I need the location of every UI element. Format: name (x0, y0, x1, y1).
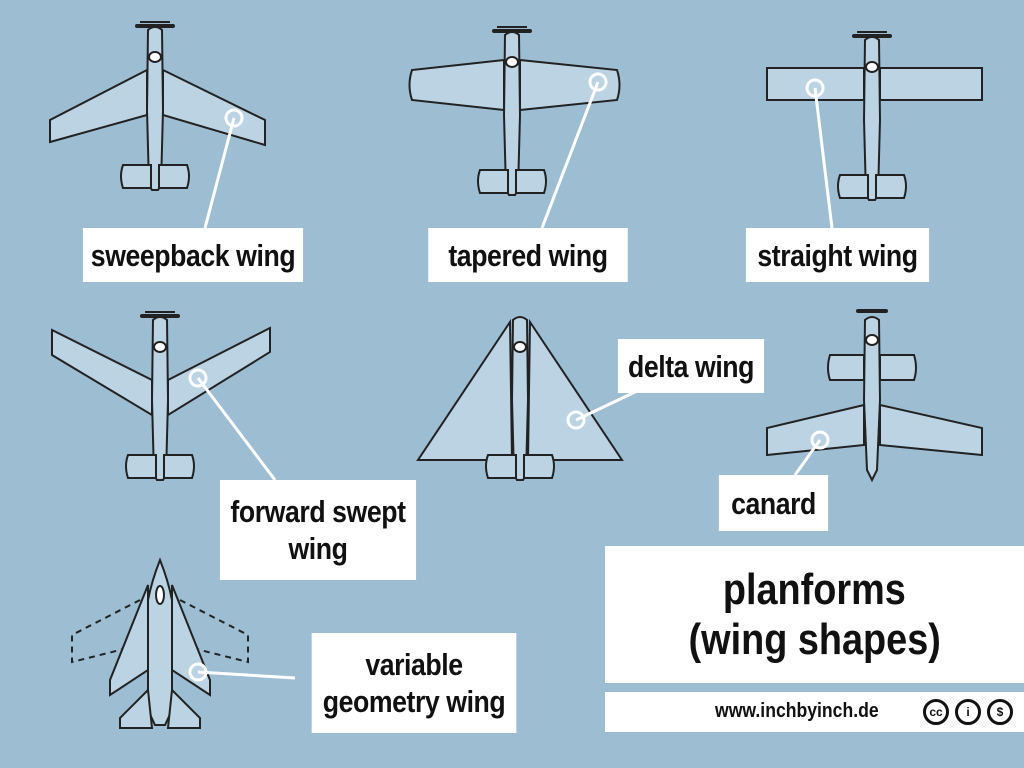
label-straight-wing: straight wing (745, 228, 930, 282)
straight-plane (766, 30, 983, 201)
label-variable-line1: variable (365, 647, 463, 682)
label-forward-swept-line2: wing (288, 531, 348, 566)
variable-geometry-leader (197, 670, 296, 680)
variable-geometry-marker (188, 662, 208, 682)
title-line1: planforms (723, 564, 906, 614)
forward-swept-leader (196, 377, 277, 481)
sweepback-plane (49, 20, 266, 191)
label-variable-geometry-wing: variable geometry wing (311, 633, 517, 733)
label-forward-swept-line1: forward swept (230, 494, 406, 529)
forward-swept-marker (188, 368, 208, 388)
tapered-marker (588, 72, 608, 92)
website-link[interactable]: www.inchbyinch.de (715, 700, 879, 722)
label-sweepback-wing: sweepback wing (82, 228, 304, 282)
delta-plane (416, 316, 624, 481)
canard-plane (766, 309, 983, 483)
delta-marker (566, 410, 586, 430)
cc-icon: cc (923, 699, 949, 725)
tapered-leader (540, 81, 600, 229)
label-tapered-wing: tapered wing (428, 228, 628, 282)
sweepback-marker (224, 108, 244, 128)
straight-leader (813, 87, 834, 229)
attribution-icon: i (955, 699, 981, 725)
title-line2: (wing shapes) (688, 614, 941, 664)
forward-swept-plane (51, 310, 271, 481)
title-box: planforms (wing shapes) (605, 546, 1024, 683)
tapered-plane (408, 25, 621, 196)
label-tapered-text: tapered wing (448, 237, 608, 273)
footer-bar: www.inchbyinch.de cc i $ (605, 692, 1024, 732)
label-variable-line2: geometry wing (322, 684, 506, 719)
straight-marker (805, 78, 825, 98)
sweepback-leader (203, 117, 236, 229)
label-sweepback-text: sweepback wing (90, 237, 296, 273)
variable-geometry-plane (71, 557, 249, 729)
label-delta-wing: delta wing (617, 339, 765, 393)
label-delta-text: delta wing (627, 348, 755, 384)
label-straight-text: straight wing (757, 237, 918, 273)
label-canard: canard (718, 475, 829, 531)
delta-leader (575, 390, 636, 422)
label-forward-swept-wing: forward swept wing (219, 480, 417, 580)
canard-marker (810, 430, 830, 450)
noncommercial-icon: $ (987, 699, 1013, 725)
label-canard-text: canard (731, 485, 816, 521)
